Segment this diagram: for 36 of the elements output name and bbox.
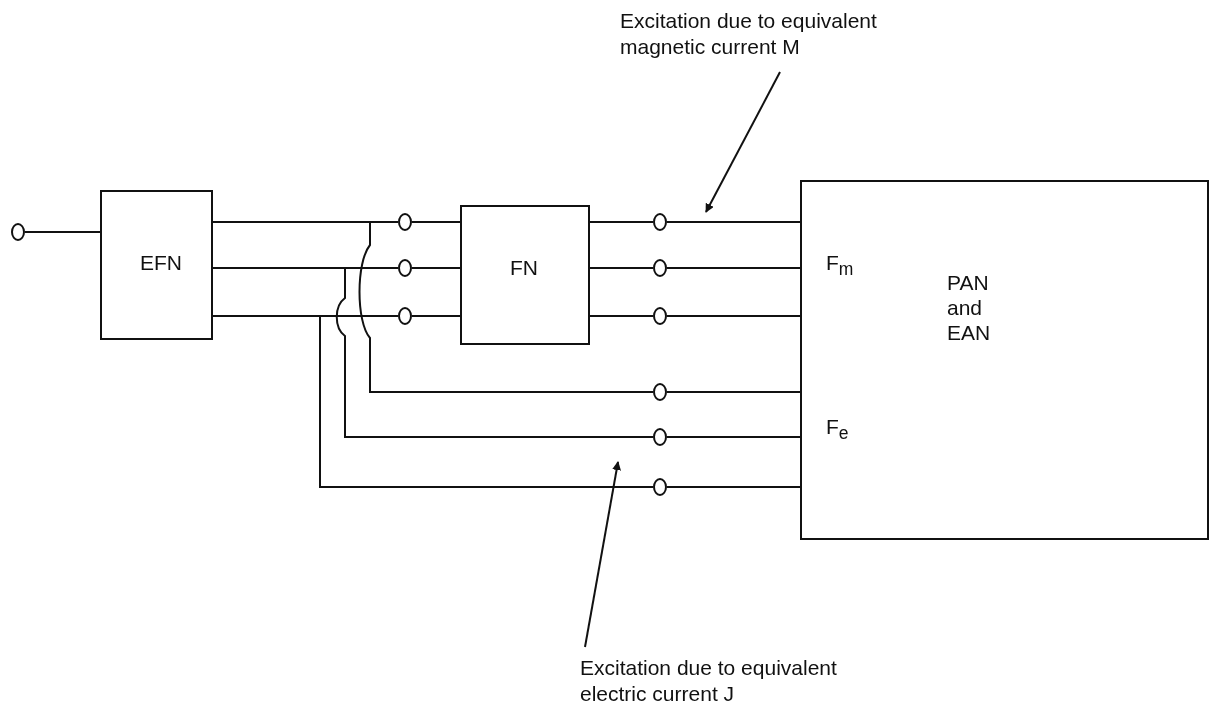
terminal-circle	[398, 307, 412, 325]
terminal-circle	[11, 223, 25, 241]
network-block: EFN	[100, 190, 213, 340]
terminal-circle	[653, 478, 667, 496]
wire	[589, 221, 654, 223]
wire	[411, 315, 461, 317]
terminal-circle	[398, 213, 412, 231]
wire	[24, 231, 101, 233]
wire	[589, 315, 654, 317]
wire	[666, 267, 801, 269]
leader-arrow	[584, 461, 621, 648]
wire	[666, 486, 801, 488]
block-label: PAN and EAN	[947, 270, 992, 346]
wire	[212, 267, 654, 438]
wire	[666, 391, 801, 393]
callout-text: Excitation due to equivalent magnetic current M	[620, 8, 920, 68]
leader-arrow	[705, 71, 781, 213]
wire	[589, 267, 654, 269]
wire	[666, 436, 801, 438]
port-label: F$_{e}$	[826, 414, 849, 445]
terminal-circle	[653, 213, 667, 231]
wire	[666, 315, 801, 317]
network-block: FN	[460, 205, 590, 345]
terminal-circle	[653, 259, 667, 277]
terminal-circle	[653, 383, 667, 401]
wire	[666, 221, 801, 223]
wire	[411, 221, 461, 223]
wire	[212, 221, 654, 393]
port-label: F$_{m}$	[826, 250, 854, 281]
terminal-circle	[653, 428, 667, 446]
network-block	[800, 180, 1209, 540]
terminal-circle	[398, 259, 412, 277]
callout-text: Excitation due to equivalent electric current J	[580, 655, 880, 715]
wire	[411, 267, 461, 269]
wire	[212, 315, 654, 488]
terminal-circle	[653, 307, 667, 325]
